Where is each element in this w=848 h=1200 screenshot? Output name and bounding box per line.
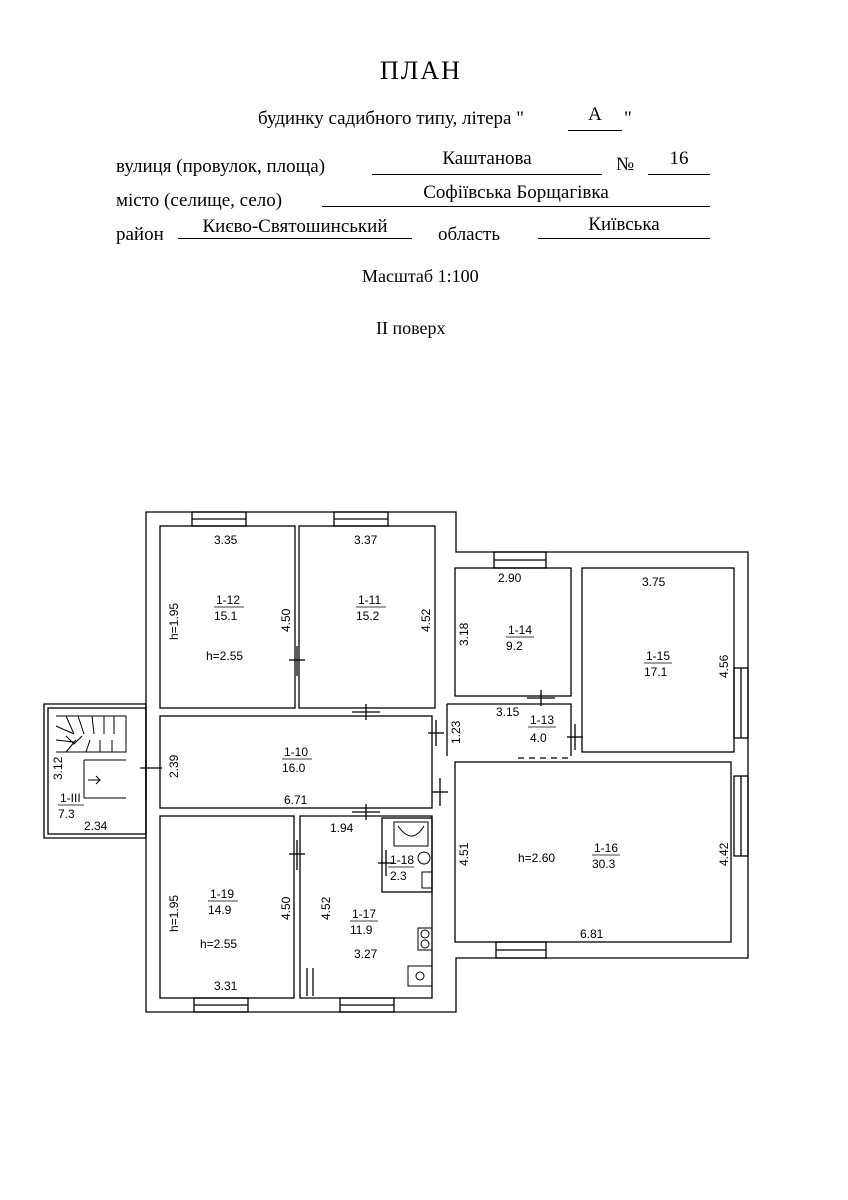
room-1-10-area: 16.0 xyxy=(282,761,306,775)
city-label: місто (селище, село) xyxy=(116,190,283,211)
room-1-12-length: 4.50 xyxy=(279,608,293,632)
room-1-13-area: 4.0 xyxy=(530,731,547,745)
room-1-16-id: 1-16 xyxy=(594,841,618,855)
city-underline xyxy=(322,206,710,207)
room-1-13-outline xyxy=(446,703,572,756)
room-1-17-width2: 1.94 xyxy=(330,821,354,835)
room-1-12-height: h=2.55 xyxy=(206,649,243,663)
litera-underline xyxy=(568,130,622,131)
room-1-14-area: 9.2 xyxy=(506,639,523,653)
outer-wall xyxy=(145,511,749,1013)
room-1-16-length2: 4.42 xyxy=(717,842,731,866)
room-1-16-area: 30.3 xyxy=(592,857,616,871)
room-1-19-area: 14.9 xyxy=(208,903,232,917)
room-1-15-id: 1-15 xyxy=(646,649,670,663)
street-underline xyxy=(372,174,602,175)
room-1-17-length: 4.52 xyxy=(319,896,333,920)
door-marks xyxy=(140,646,583,996)
street-label: вулиця (провулок, площа) xyxy=(116,156,326,177)
number-label: № xyxy=(616,154,635,175)
room-1-10-length: 2.39 xyxy=(167,754,181,778)
room-1-18-outline xyxy=(381,817,433,893)
subtitle-suffix: " xyxy=(624,108,632,129)
room-1-16-length: 4.51 xyxy=(457,842,471,866)
scale-label: Масштаб 1:100 xyxy=(362,266,479,286)
street-value: Каштанова xyxy=(442,148,532,169)
room-1-18-area: 2.3 xyxy=(390,869,407,883)
room-1-10-id: 1-10 xyxy=(284,745,308,759)
region-underline xyxy=(538,238,710,239)
page-title: ПЛАН xyxy=(380,56,462,85)
room-1-17-width: 3.27 xyxy=(354,947,378,961)
room-1-17-id: 1-17 xyxy=(352,907,376,921)
room-1-18-id: 1-18 xyxy=(390,853,414,867)
room-1-10-outline xyxy=(159,715,433,809)
window-marks xyxy=(191,511,749,1013)
room-1-19-length: 4.50 xyxy=(279,896,293,920)
district-label: район xyxy=(116,224,164,245)
room-1-16-outline xyxy=(454,761,732,943)
room-1-19-id: 1-19 xyxy=(210,887,234,901)
room-1-15-length: 4.56 xyxy=(717,654,731,678)
bathroom-fixtures xyxy=(393,821,433,987)
room-1-19-side: h=1.95 xyxy=(167,895,181,932)
region-label: область xyxy=(438,224,501,245)
room-1-10-width: 6.71 xyxy=(284,793,308,807)
room-1-14-length: 3.18 xyxy=(457,622,471,646)
region-value: Київська xyxy=(588,214,660,235)
room-1-12-area: 15.1 xyxy=(214,609,238,623)
room-1-19-height: h=2.55 xyxy=(200,937,237,951)
room-1-15-width: 3.75 xyxy=(642,575,666,589)
number-underline xyxy=(648,174,710,175)
room-1-17-area: 11.9 xyxy=(350,923,373,937)
room-1-13-length: 1.23 xyxy=(449,720,463,744)
room-labels: 3.35 1-12 15.1 h=2.55 h=1.95 4.50 3.37 1… xyxy=(51,533,731,993)
city-value: Софіївська Борщагівка xyxy=(423,182,609,203)
staircase-steps xyxy=(55,715,127,799)
room-1-11-length: 4.52 xyxy=(419,608,433,632)
room-1-III-id: 1-III xyxy=(60,791,81,805)
district-value: Києво-Святошинський xyxy=(202,216,388,237)
room-1-13-width: 3.15 xyxy=(496,705,520,719)
room-1-III-length: 3.12 xyxy=(51,756,65,780)
room-1-15-area: 17.1 xyxy=(644,665,668,679)
room-1-14-width: 2.90 xyxy=(498,571,522,585)
room-1-16-height: h=2.60 xyxy=(518,851,555,865)
room-1-III-area: 7.3 xyxy=(58,807,75,821)
room-1-17-outline xyxy=(299,815,433,999)
number-value: 16 xyxy=(669,148,689,169)
room-1-15-outline xyxy=(581,567,735,753)
room-1-11-id: 1-11 xyxy=(358,593,381,607)
room-1-13-id: 1-13 xyxy=(530,713,554,727)
litera-value: А xyxy=(588,104,602,125)
room-1-16-width: 6.81 xyxy=(580,927,604,941)
room-1-III-width: 2.34 xyxy=(84,819,108,833)
room-1-12-width: 3.35 xyxy=(214,533,238,547)
district-underline xyxy=(178,238,412,239)
room-1-11-area: 15.2 xyxy=(356,609,380,623)
room-1-19-width: 3.31 xyxy=(214,979,238,993)
room-1-12-side: h=1.95 xyxy=(167,603,181,640)
room-1-14-id: 1-14 xyxy=(508,623,532,637)
floor-label: II поверх xyxy=(376,318,446,338)
stair-annex xyxy=(43,703,147,839)
subtitle-prefix: будинку садибного типу, літера " xyxy=(258,108,524,129)
room-1-11-width: 3.37 xyxy=(354,533,378,547)
room-1-12-id: 1-12 xyxy=(216,593,240,607)
